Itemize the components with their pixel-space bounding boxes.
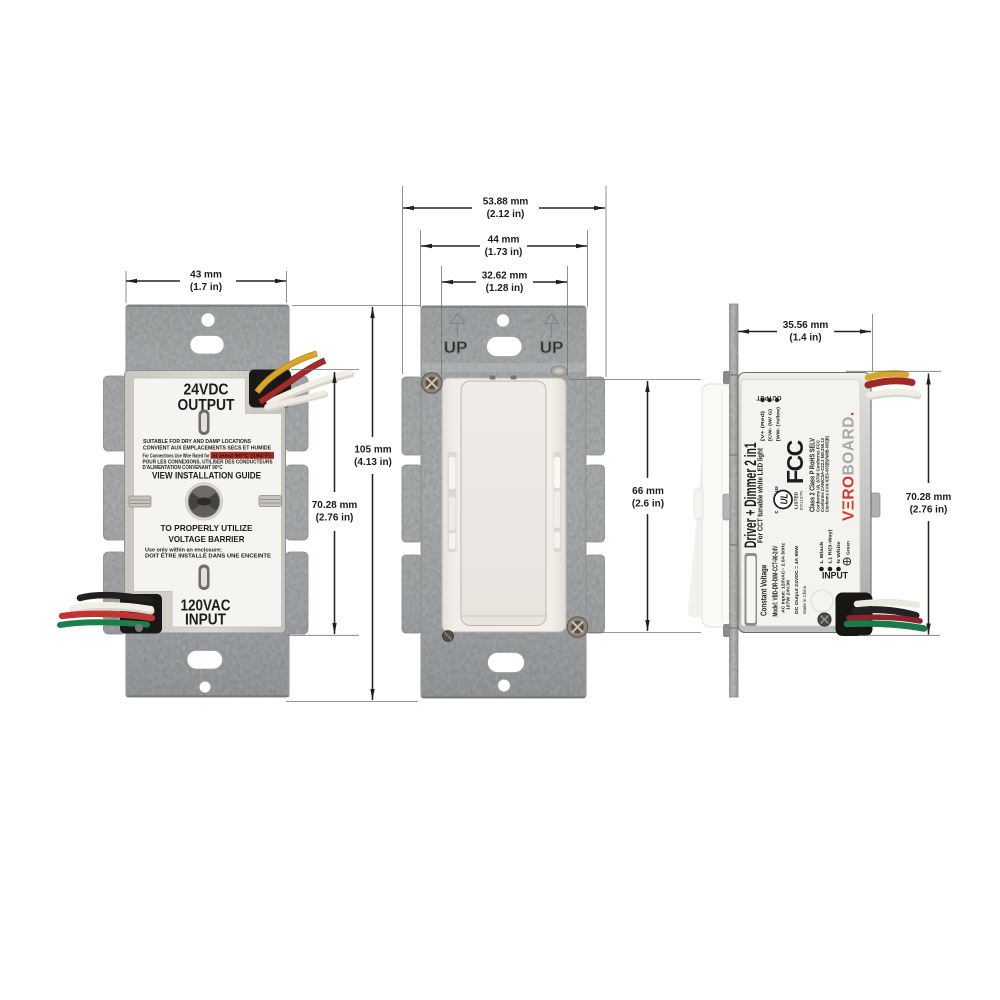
svg-text:E511976: E511976 xyxy=(799,490,804,510)
svg-text:LISTED: LISTED xyxy=(794,491,799,509)
svg-text:(1.4 in): (1.4 in) xyxy=(789,333,821,344)
svg-text:POUR LES CONNEXIONS, UTILISER: POUR LES CONNEXIONS, UTILISER DES CONDUC… xyxy=(143,460,274,466)
svg-text:us: us xyxy=(774,486,780,492)
svg-text:Conforms CAN ICES-005(B)/NMB-0: Conforms CAN ICES-005(B)/NMB-005(B) xyxy=(825,435,830,512)
svg-text:VOLTAGE BARRIER: VOLTAGE BARRIER xyxy=(169,534,245,544)
svg-text:53.88 mm: 53.88 mm xyxy=(483,197,529,208)
svg-text:Model: VBD-DR-DIM-CCT-96-24V: Model: VBD-DR-DIM-CCT-96-24V xyxy=(773,546,780,617)
svg-text:VIEW INSTALLATION GUIDE: VIEW INSTALLATION GUIDE xyxy=(152,471,261,482)
svg-text:70.28 mm: 70.28 mm xyxy=(312,500,358,511)
svg-text:120VAC: 120VAC xyxy=(181,598,231,615)
svg-text:CONVIENT AUX EMPLACEMENTS SECS: CONVIENT AUX EMPLACEMENTS SECS ET HUMIDE xyxy=(143,445,272,451)
svg-text:c: c xyxy=(774,511,780,514)
svg-text:32.62 mm: 32.62 mm xyxy=(482,271,528,282)
svg-text:Constant Voltage: Constant Voltage xyxy=(759,565,769,616)
svg-text:24VDC: 24VDC xyxy=(184,382,229,399)
svg-text:70.28 mm: 70.28 mm xyxy=(906,492,952,503)
svg-text:SUITABLE FOR DRY AND DAMP LOCA: SUITABLE FOR DRY AND DAMP LOCATIONS xyxy=(143,439,252,445)
svg-text:at least 90°C (194°F);: at least 90°C (194°F); xyxy=(212,454,273,460)
svg-text:For Connections Use Wire Rated: For Connections Use Wire Rated for xyxy=(143,454,210,460)
svg-text:INPUT: INPUT xyxy=(185,612,226,629)
svg-text:44 mm: 44 mm xyxy=(488,235,520,246)
svg-text:(1.28 in): (1.28 in) xyxy=(486,283,524,294)
svg-text:DC Output 24VDC = 4A 96W: DC Output 24VDC = 4A 96W xyxy=(794,545,799,614)
svg-text:UP: UP xyxy=(540,338,564,357)
svg-text:(2.12 in): (2.12 in) xyxy=(487,209,525,220)
svg-text:(2.6 in): (2.6 in) xyxy=(632,499,664,510)
svg-text:VΞROBOARD.: VΞROBOARD. xyxy=(841,411,858,521)
svg-text:105 mm: 105 mm xyxy=(354,445,391,456)
svg-text:(1.7 in): (1.7 in) xyxy=(190,282,222,293)
svg-text:Made in China: Made in China xyxy=(802,585,807,614)
svg-text:(1.73 in): (1.73 in) xyxy=(485,247,523,258)
svg-text:Driver + Dimmer 2 in1: Driver + Dimmer 2 in1 xyxy=(742,442,760,548)
svg-text:(2.76 in): (2.76 in) xyxy=(316,513,354,524)
svg-text:43 mm: 43 mm xyxy=(190,270,222,281)
svg-text:FCC: FCC xyxy=(782,440,808,484)
svg-text:[CW- (W/ G): [CW- (W/ G) xyxy=(768,408,773,441)
svg-text:D'ALIMENTATION CONVENANT 90°C: D'ALIMENTATION CONVENANT 90°C xyxy=(143,465,223,471)
svg-text:66 mm: 66 mm xyxy=(632,486,664,497)
svg-text:For CCT tunable white LED ligh: For CCT tunable white LED light xyxy=(757,447,764,543)
svg-text:[WW- (Yellow): [WW- (Yellow) xyxy=(776,406,781,441)
svg-text:107W 24V.96: 107W 24V.96 xyxy=(786,580,791,610)
svg-text:UP: UP xyxy=(444,338,468,357)
svg-text:[V+ (Red): [V+ (Red) xyxy=(760,410,765,441)
svg-text:UL: UL xyxy=(780,494,791,505)
svg-text:Use only within an enclosure;: Use only within an enclosure; xyxy=(145,548,222,554)
svg-text:L Black: L Black xyxy=(819,541,824,564)
svg-text:OUTPUT: OUTPUT xyxy=(178,397,235,414)
svg-text:TO PROPERLY UTILIZE: TO PROPERLY UTILIZE xyxy=(161,523,253,533)
svg-text:(4.13 in): (4.13 in) xyxy=(354,457,392,468)
svg-text:Green: Green xyxy=(846,540,851,555)
svg-text:OUTPUT: OUTPUT xyxy=(756,394,781,401)
svg-text:N White: N White xyxy=(836,541,841,564)
svg-text:INPUT: INPUT xyxy=(822,571,848,581)
svg-text:35.56 mm: 35.56 mm xyxy=(783,320,829,331)
svg-text:Conforms CAN/CSA-C22.2 NO.250.: Conforms CAN/CSA-C22.2 NO.250.13 xyxy=(820,437,825,512)
svg-text:(2.76 in): (2.76 in) xyxy=(910,505,948,516)
svg-text:DOIT ÊTRE INSTALLÉ DANS UNE EN: DOIT ÊTRE INSTALLÉ DANS UNE ENCEINTE xyxy=(145,552,272,560)
svg-text:AC Input: 120VAC~ 2.0A 50Hz: AC Input: 120VAC~ 2.0A 50Hz xyxy=(781,542,786,613)
svg-text:L1 R/(3-Way): L1 R/(3-Way) xyxy=(828,529,833,564)
svg-text:Class 2 Class P RoHS SELV: Class 2 Class P RoHS SELV xyxy=(808,438,817,512)
svg-text:Conforms UL 8750 Confor: Conforms UL 8750 Conforms FCC xyxy=(816,440,821,512)
